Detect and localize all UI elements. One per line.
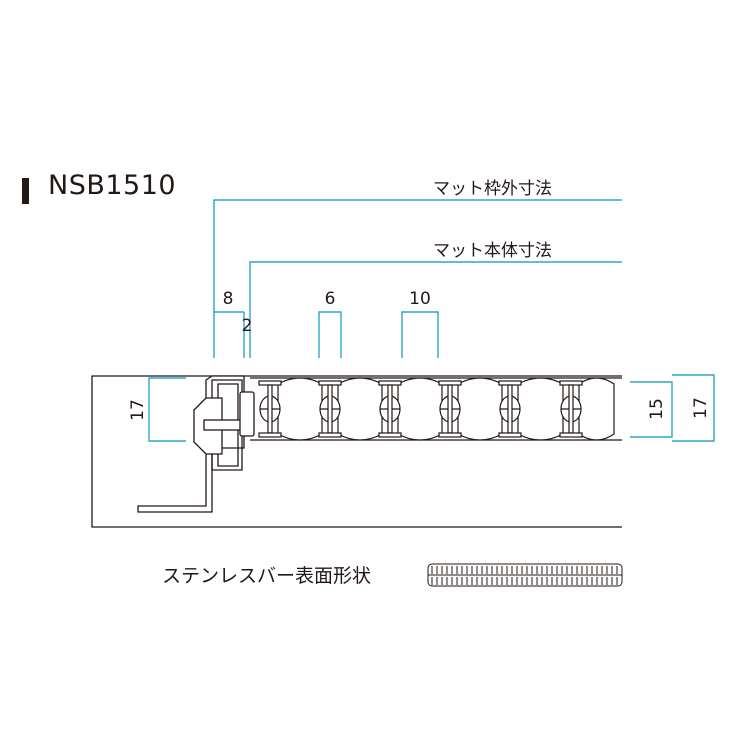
dim-right15-line <box>630 381 673 438</box>
angle-bracket <box>137 375 245 513</box>
bar-top-flange <box>378 380 402 386</box>
bar-top-flange <box>318 380 342 386</box>
frame-angle <box>137 375 255 513</box>
mat-link <box>277 377 323 441</box>
dim-right17-label: 17 <box>691 397 711 419</box>
bar-bottom-flange <box>559 432 583 438</box>
dim-left17-line <box>148 377 186 442</box>
dim-10-label: 10 <box>409 289 431 309</box>
bar-top-flange <box>258 380 282 386</box>
mat-link <box>397 377 443 441</box>
dim-left17-label: 17 <box>128 399 148 421</box>
bolt-head <box>239 391 255 437</box>
dimension-lines <box>148 199 715 442</box>
frame-outer-leader <box>213 199 622 358</box>
mat-links <box>259 377 615 441</box>
bar-bottom-flange <box>438 432 462 438</box>
bar-bottom-flange <box>258 432 282 438</box>
bar-bottom-flange <box>318 432 342 438</box>
label-mat-body: マット本体寸法 <box>433 241 552 261</box>
mat-link <box>578 377 615 441</box>
mat-link <box>337 377 383 441</box>
product-title: NSB1510 <box>48 170 177 201</box>
bar-web <box>267 384 273 434</box>
bolt-shaft <box>203 419 243 431</box>
bar-web <box>447 384 453 434</box>
mat-body-leader <box>249 261 622 358</box>
label-frame-outer: マット枠外寸法 <box>433 179 552 199</box>
dim-6-line <box>318 311 342 358</box>
dim-right15-label: 15 <box>647 398 667 420</box>
dim-8-label: 8 <box>223 289 234 309</box>
floor-outline <box>91 375 622 528</box>
bar-bottom-flange <box>498 432 522 438</box>
floor-recess <box>91 375 622 528</box>
bar-web <box>507 384 513 434</box>
dim-6-label: 6 <box>325 289 336 309</box>
bar-web <box>327 384 333 434</box>
mat-link <box>457 377 503 441</box>
dim-2-label: 2 <box>242 316 253 336</box>
title-marker <box>22 178 29 204</box>
bar-top-flange <box>438 380 462 386</box>
bar-top-flange <box>498 380 522 386</box>
surface-texture <box>427 563 623 587</box>
stainless-bars <box>258 380 583 438</box>
bar-web <box>387 384 393 434</box>
dim-10-line <box>401 311 439 358</box>
dim-right17-line <box>672 374 715 442</box>
label-surface-shape: ステンレスバー表面形状 <box>162 565 371 587</box>
bar-bottom-flange <box>378 432 402 438</box>
bar-top-flange <box>559 380 583 386</box>
mat-body <box>250 377 622 441</box>
bar-web <box>568 384 574 434</box>
mat-link <box>517 377 564 441</box>
